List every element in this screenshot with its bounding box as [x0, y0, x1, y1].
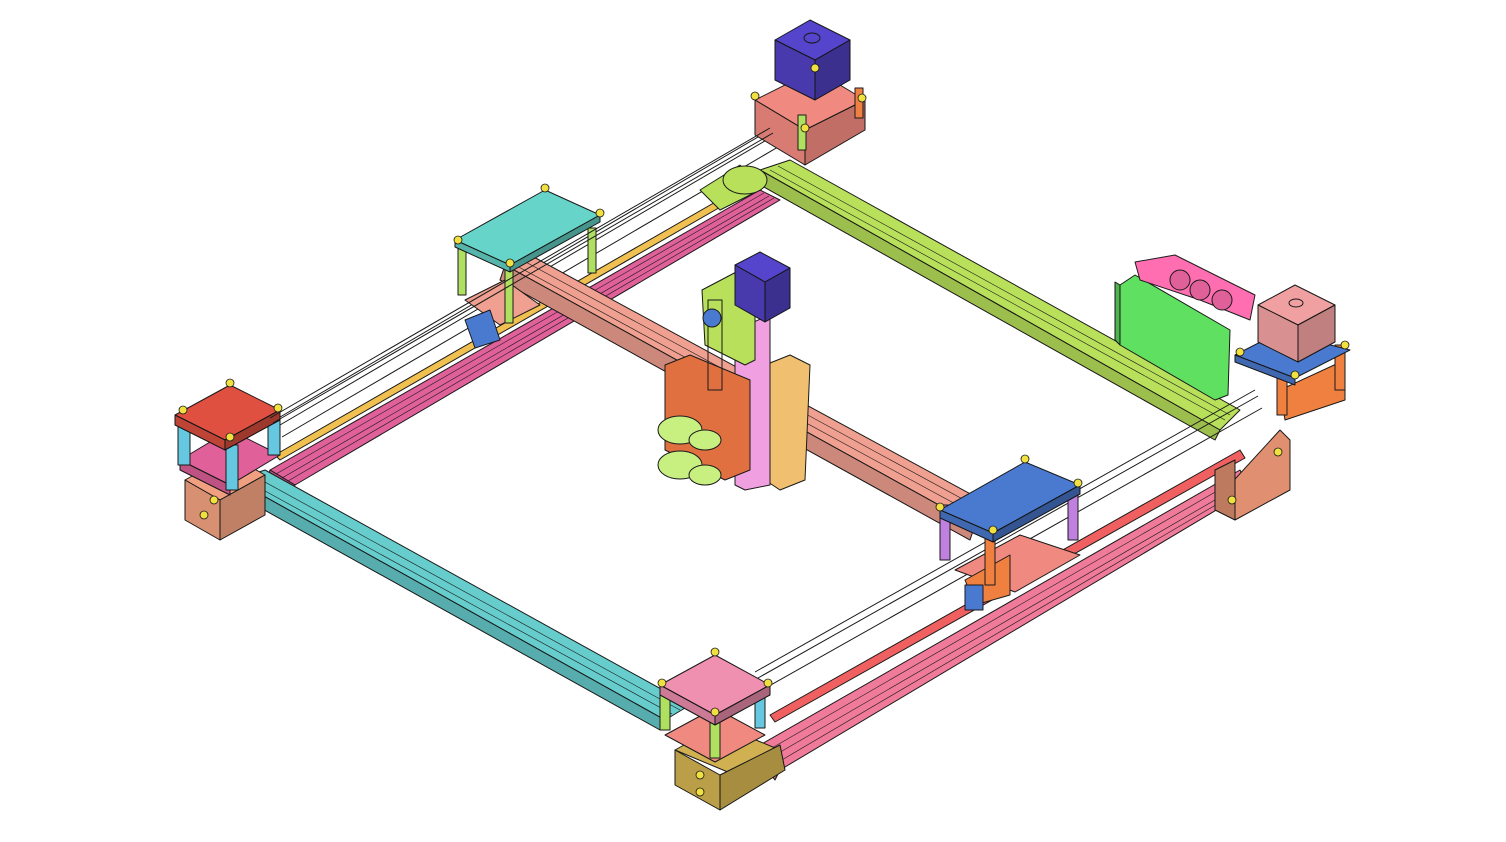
screw-head	[505, 258, 515, 268]
motor-shaft	[1288, 298, 1304, 308]
standoff	[939, 504, 951, 561]
screw-head	[657, 678, 667, 688]
carriage-right	[939, 461, 1081, 611]
screw-head	[178, 405, 188, 415]
standoff	[854, 87, 864, 119]
screw-head	[857, 93, 867, 103]
corner-block-front	[659, 654, 786, 811]
controller-board	[1114, 254, 1256, 401]
screw-head	[1020, 454, 1030, 464]
screw-head	[988, 525, 998, 535]
rod-back-left	[269, 127, 774, 424]
screw-head	[1073, 478, 1083, 488]
motor-shaft	[803, 32, 821, 44]
screw-head	[810, 63, 820, 73]
screw-head	[695, 787, 705, 797]
stepper-motor-back	[774, 19, 851, 101]
standoff	[1334, 344, 1346, 391]
screw-head	[800, 123, 810, 133]
frame-extrusion-front-left	[231, 469, 691, 731]
screw-head	[710, 707, 720, 717]
screw-head	[1290, 370, 1300, 380]
stepper-motor-right	[1257, 284, 1336, 363]
standoff	[225, 444, 239, 491]
screw-head	[935, 502, 945, 512]
screw-head	[595, 208, 605, 218]
screw-head	[225, 378, 235, 388]
drive-pulley	[702, 308, 722, 328]
standoff	[457, 244, 467, 296]
screw-head	[763, 678, 773, 688]
screw-head	[1273, 447, 1283, 457]
corner-block-right	[1214, 331, 1351, 521]
screw-head	[209, 495, 219, 505]
carriage-left	[454, 189, 601, 349]
screw-head	[199, 510, 209, 520]
screw-head	[750, 91, 760, 101]
screw-head	[453, 235, 463, 245]
stepper-motor-head	[734, 251, 791, 323]
standoff	[587, 227, 597, 274]
linear-bearing	[964, 584, 984, 611]
screw-head	[225, 432, 235, 442]
screw-head	[540, 183, 550, 193]
screw-head	[695, 770, 705, 780]
standoff	[504, 267, 514, 324]
screw-head	[1340, 340, 1350, 350]
screw-head	[1235, 347, 1245, 357]
head-clamps	[657, 415, 722, 486]
corner-block-left	[174, 384, 281, 541]
frame-extrusion-back	[754, 159, 1241, 441]
screw-head	[710, 647, 720, 657]
screw-head	[1227, 495, 1237, 505]
screw-head	[273, 403, 283, 413]
standoff	[797, 114, 807, 151]
standoff	[1067, 494, 1079, 541]
screws	[178, 63, 1350, 797]
